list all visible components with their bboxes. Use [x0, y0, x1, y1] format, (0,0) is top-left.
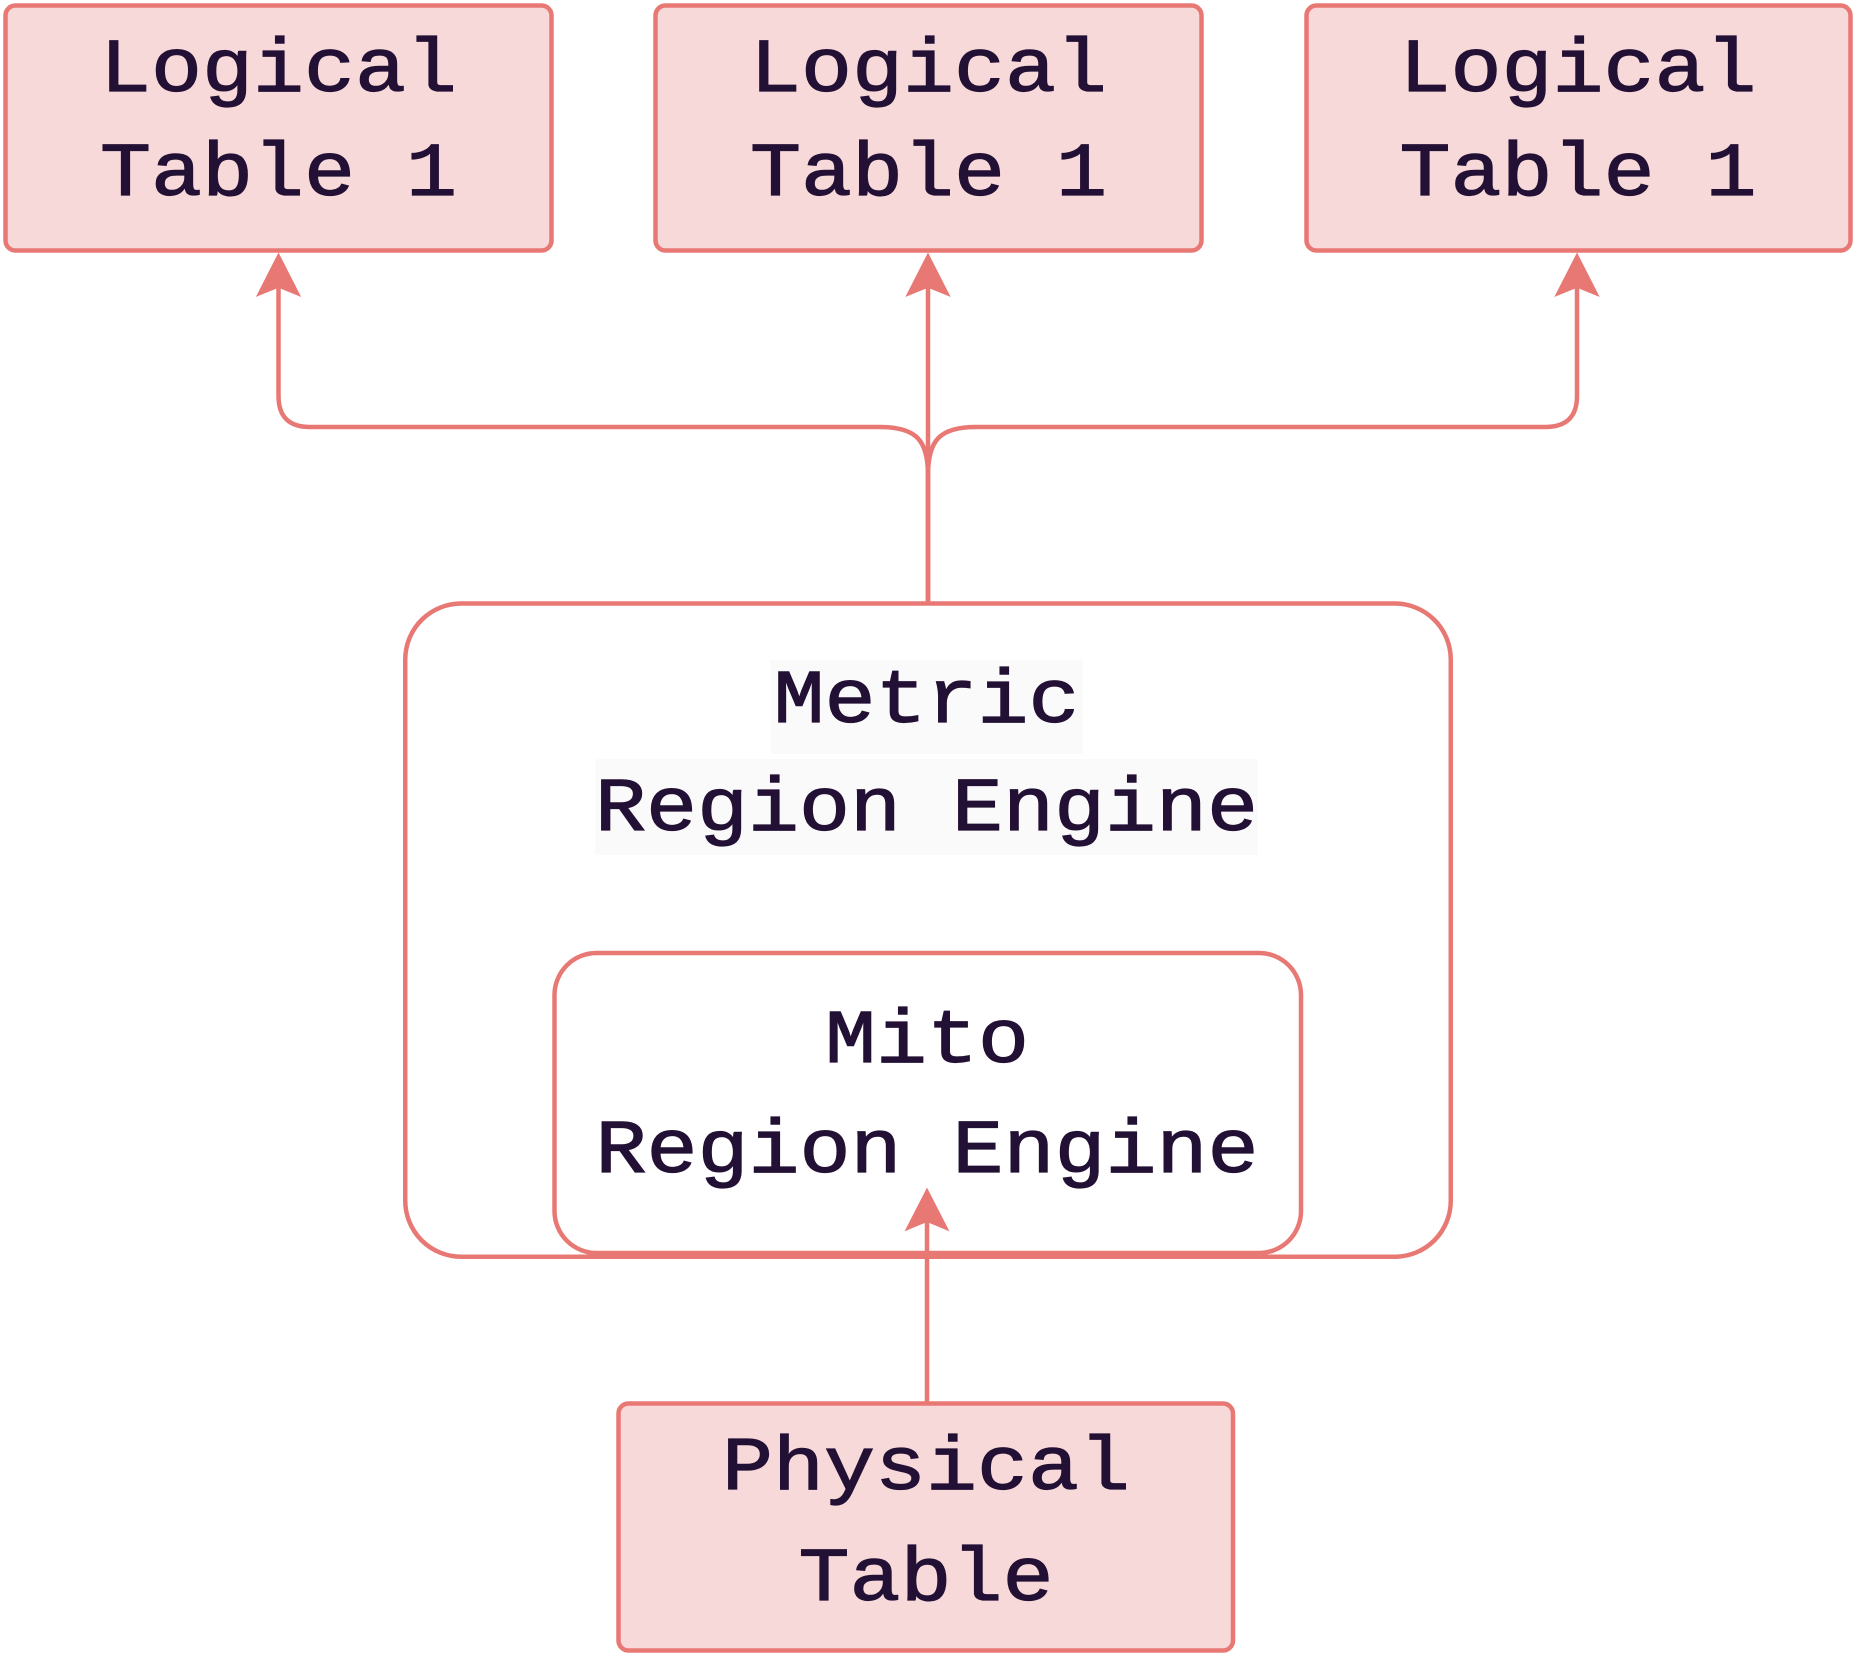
svg-text:Table 1: Table 1 — [750, 132, 1107, 218]
svg-text:Region Engine: Region Engine — [596, 1109, 1259, 1195]
svg-text:Logical: Logical — [1400, 28, 1757, 114]
svg-text:Region Engine: Region Engine — [595, 767, 1258, 853]
svg-text:Logical: Logical — [750, 28, 1107, 114]
svg-text:Physical: Physical — [722, 1426, 1130, 1512]
svg-text:Logical: Logical — [100, 28, 457, 114]
svg-text:Mito: Mito — [825, 999, 1029, 1085]
svg-text:Table: Table — [799, 1537, 1054, 1623]
svg-text:Table 1: Table 1 — [100, 132, 457, 218]
svg-text:Metric: Metric — [774, 659, 1080, 745]
svg-text:Table 1: Table 1 — [1400, 132, 1757, 218]
